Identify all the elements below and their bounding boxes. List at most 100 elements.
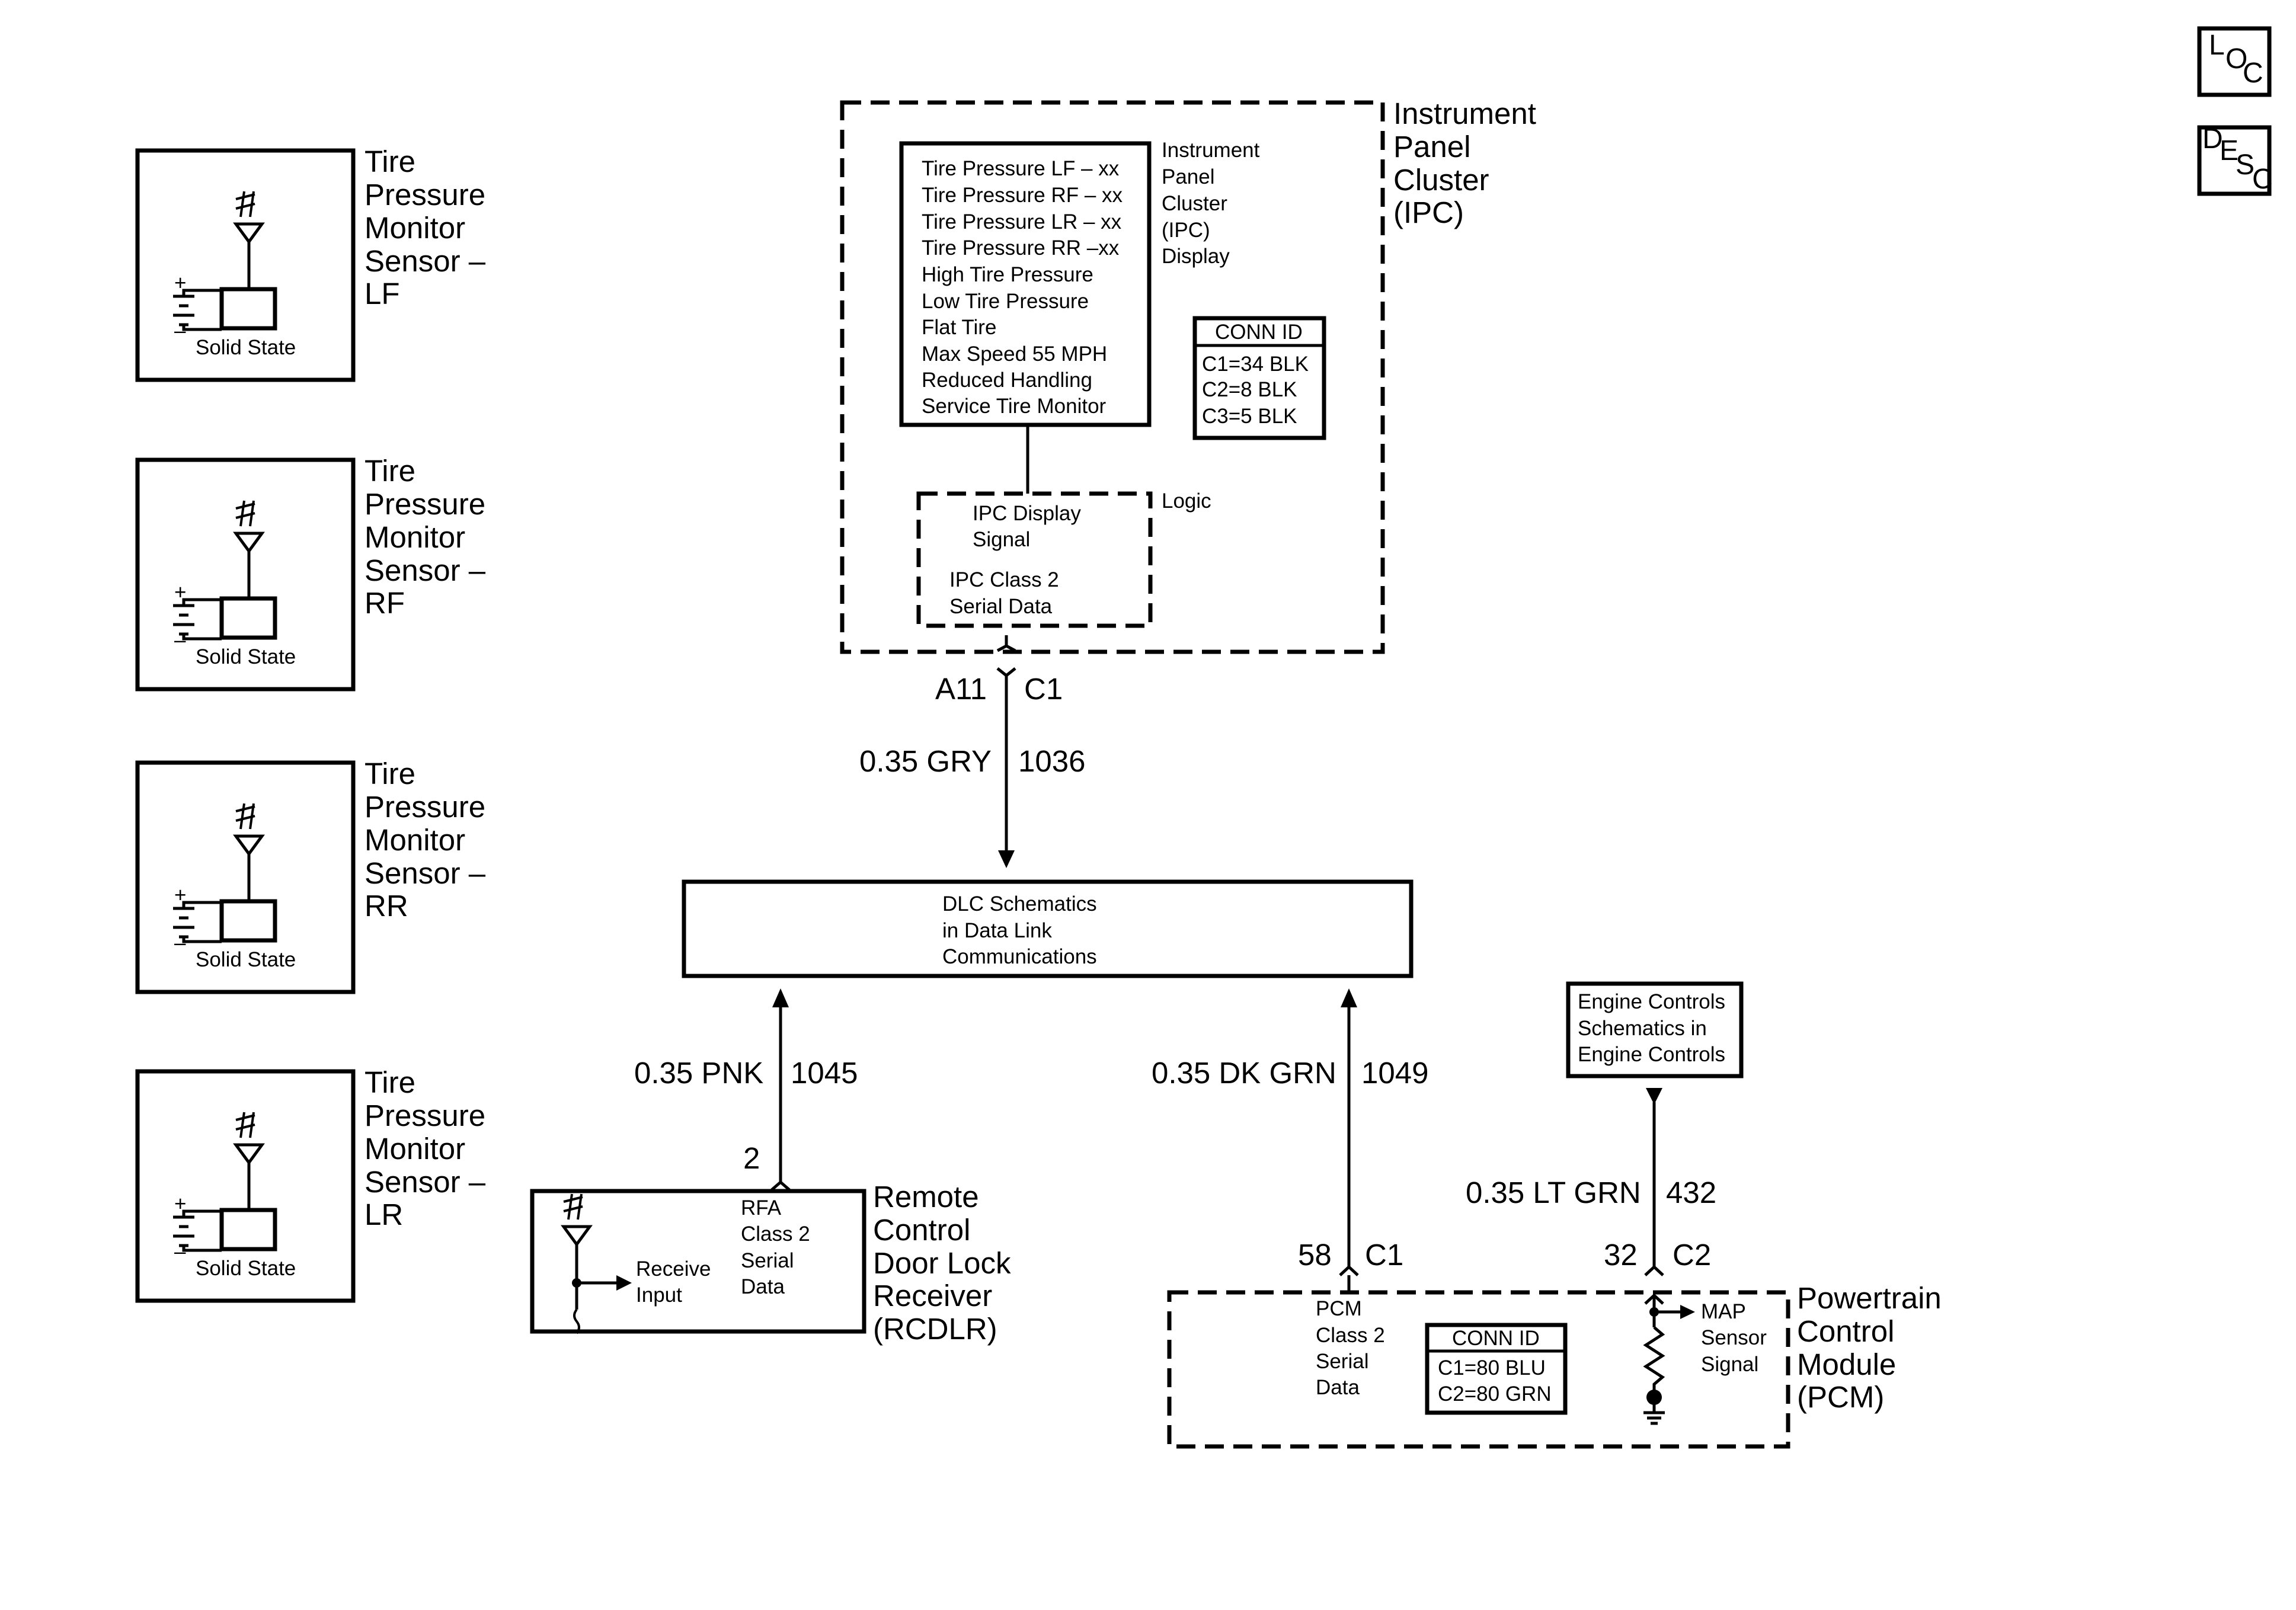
engine-controls-line: Schematics in xyxy=(1578,1017,1707,1040)
sensor-rf-title-4: Sensor – xyxy=(364,553,486,587)
desc-d[interactable]: D xyxy=(2202,123,2223,155)
ipc-display-box xyxy=(899,141,1152,427)
antenna-icon xyxy=(236,191,262,289)
sensor-rf-title-3: Monitor xyxy=(364,520,465,554)
sensor-lr-title-4: Sensor – xyxy=(364,1165,486,1199)
ipc-display-label: Panel xyxy=(1162,165,1215,188)
wire-1049-color: 0.35 DK GRN xyxy=(1152,1056,1336,1090)
plus-sign: + xyxy=(174,581,186,604)
desc-button[interactable]: D E S C xyxy=(2197,123,2273,196)
loc-l[interactable]: L xyxy=(2209,30,2225,61)
pcm-c1-symbol xyxy=(1339,1265,1359,1276)
battery-wire-neg xyxy=(182,1246,222,1252)
pcm-data-label: Data xyxy=(1316,1376,1360,1399)
engine-controls-line: Engine Controls xyxy=(1578,1043,1725,1066)
loc-o[interactable]: O xyxy=(2225,43,2247,75)
loc-button[interactable]: L O C xyxy=(2197,26,2272,97)
rfa-label: Class 2 xyxy=(741,1222,810,1246)
sensor-lf-title-2: Pressure xyxy=(364,178,485,212)
wire-432-arrowhead xyxy=(1646,1088,1662,1105)
sensor-module xyxy=(219,596,277,640)
sensor-lr-title-5: LR xyxy=(364,1198,403,1231)
receive-label: Receive xyxy=(636,1257,711,1281)
sensor-rf-box xyxy=(135,457,356,692)
sensor-rf-title-1: Tire xyxy=(364,454,415,488)
ipc-display-line: Reduced Handling xyxy=(922,369,1092,392)
ipc-display-line: High Tire Pressure xyxy=(922,263,1093,286)
ipc-logic-line: Signal xyxy=(973,528,1030,551)
battery-wire-neg xyxy=(182,634,222,641)
dlc-box xyxy=(682,879,1414,978)
ipc-logic-line: IPC Display xyxy=(973,502,1081,525)
desc-c[interactable]: C xyxy=(2252,164,2273,195)
sensor-rf: + – Solid State Tire Pressure Monitor Se… xyxy=(135,454,486,692)
map-node-dot xyxy=(1646,1390,1662,1405)
ipc-connector-label: C1 xyxy=(1024,672,1063,706)
antenna-icon xyxy=(236,501,262,598)
dlc-line: Communications xyxy=(942,945,1097,968)
pcm-data-label: Class 2 xyxy=(1316,1324,1385,1347)
sensor-lf-title-3: Monitor xyxy=(364,211,465,245)
rcdlr-title-2: Control xyxy=(873,1213,970,1247)
rcdlr-box xyxy=(530,1189,866,1334)
battery-wire-pos xyxy=(182,901,222,908)
desc-e[interactable]: E xyxy=(2220,135,2239,167)
engine-controls-line: Engine Controls xyxy=(1578,990,1725,1013)
ipc-title-4: (IPC) xyxy=(1393,196,1464,229)
ipc-display-line: Tire Pressure LR – xx xyxy=(922,210,1122,233)
ipc-display-line: Flat Tire xyxy=(922,316,996,339)
sensor-rr-title-1: Tire xyxy=(364,757,415,790)
sensor-module xyxy=(219,899,277,943)
ipc-title-2: Panel xyxy=(1393,130,1470,164)
ipc-conn-c3: C3=5 BLK xyxy=(1202,405,1297,428)
pcm-title-4: (PCM) xyxy=(1797,1380,1884,1414)
antenna-icon xyxy=(564,1194,590,1292)
plus-sign: + xyxy=(174,271,186,295)
sensor-rr-title-3: Monitor xyxy=(364,823,465,857)
sensor-rr-title-4: Sensor – xyxy=(364,856,486,890)
ipc-logic-line: Serial Data xyxy=(949,595,1053,618)
pcm-conn-c1: C1=80 BLU xyxy=(1438,1356,1546,1379)
pcm-title-2: Control xyxy=(1797,1314,1894,1348)
rfa-label: RFA xyxy=(741,1196,782,1219)
solid-state-label: Solid State xyxy=(196,1257,296,1280)
wire-1045: 0.35 PNK 1045 2 xyxy=(634,988,858,1191)
sensor-lf-title-4: Sensor – xyxy=(364,244,486,278)
pcm-boundary xyxy=(1167,1290,1790,1449)
ipc-pin-label: A11 xyxy=(935,672,987,706)
desc-button-frame[interactable] xyxy=(2197,125,2272,196)
engine-controls-module: Engine Controls Schematics in Engine Con… xyxy=(1566,981,1744,1078)
rcdlr-pin-symbol xyxy=(770,1180,791,1191)
ipc-display-line: Max Speed 55 MPH xyxy=(922,343,1107,366)
battery-wire-neg xyxy=(182,325,222,331)
ipc-logic-line: IPC Class 2 xyxy=(949,568,1059,591)
loc-button-frame[interactable] xyxy=(2197,26,2272,97)
ipc-conn-id-title: CONN ID xyxy=(1215,321,1303,344)
sensor-rf-title-5: RF xyxy=(364,586,405,620)
pcm-c1-pin: 58 xyxy=(1298,1238,1332,1272)
ipc-display-label: (IPC) xyxy=(1162,219,1210,242)
wire-432: 0.35 LT GRN 432 32 C2 xyxy=(1466,1088,1716,1276)
loc-c[interactable]: C xyxy=(2243,57,2263,89)
ipc-title-3: Cluster xyxy=(1393,163,1489,197)
resistor-icon xyxy=(1643,1326,1665,1393)
ipc-display-label: Display xyxy=(1162,245,1230,268)
antenna-icon xyxy=(236,1112,262,1210)
ipc-title-1: Instrument xyxy=(1393,97,1536,130)
desc-s[interactable]: S xyxy=(2236,149,2255,181)
rcdlr-title-3: Door Lock xyxy=(873,1246,1011,1280)
connector-c1-symbol xyxy=(996,667,1016,678)
battery-wire-neg xyxy=(182,937,222,943)
sensor-rf-title-2: Pressure xyxy=(364,487,485,521)
sensor-lr-box xyxy=(135,1069,356,1303)
plus-sign: + xyxy=(174,1192,186,1215)
rcdlr-title-4: Receiver xyxy=(873,1279,992,1313)
minus-sign: – xyxy=(174,932,186,955)
wire-1036-circuit: 1036 xyxy=(1018,744,1085,778)
ipc-display-line: Tire Pressure RR –xx xyxy=(922,236,1120,260)
ipc-module: Instrument Panel Cluster (IPC) Tire Pres… xyxy=(840,97,1536,654)
dlc-line: in Data Link xyxy=(942,919,1052,942)
sensor-lr-title-1: Tire xyxy=(364,1065,415,1099)
wire-432-circuit: 432 xyxy=(1666,1176,1716,1209)
